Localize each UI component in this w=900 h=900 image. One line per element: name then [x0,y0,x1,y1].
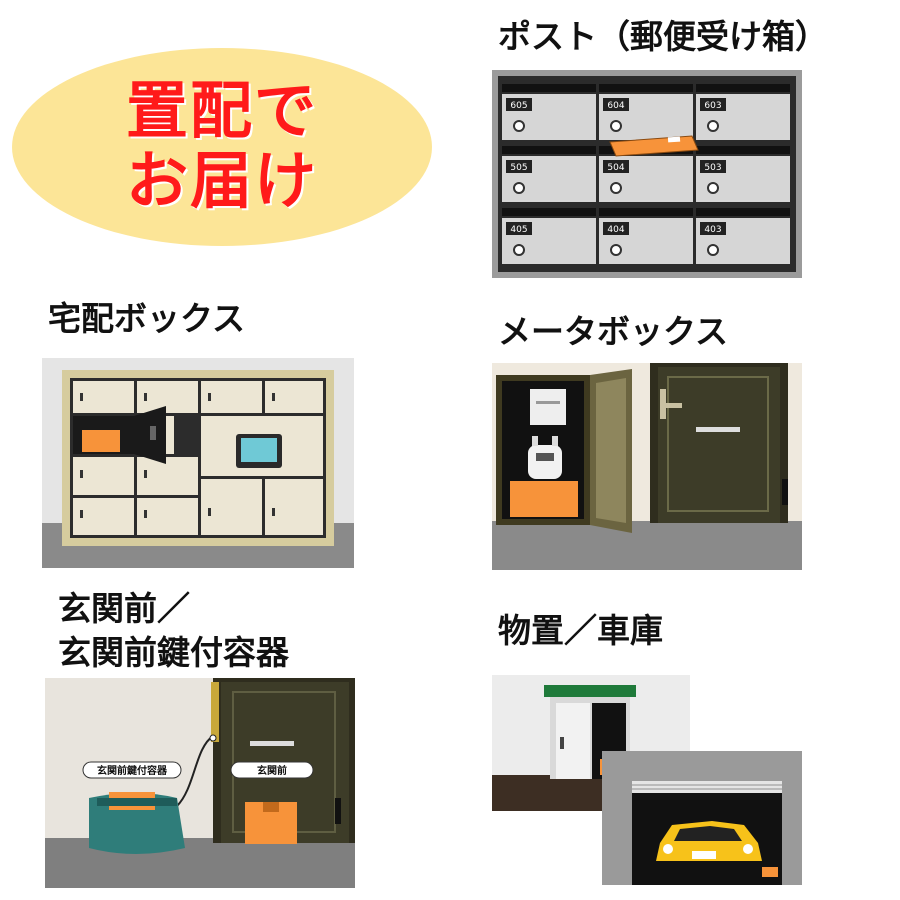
mailbox-door: 404 [599,208,693,264]
dial-lock-icon [513,182,525,194]
dial-lock-icon [707,182,719,194]
dial-lock-icon [513,120,525,132]
post-package-icon [609,135,699,157]
mailbox-door: 504 [599,146,693,202]
post-illustration: 605 604 603 505 504 503 405 404 403 [492,70,802,278]
entrance-illustration: 玄関前鍵付容器 玄関前 [45,678,355,888]
caption-delivery-box: 宅配ボックス [48,299,246,338]
mailbox-number: 504 [607,163,624,173]
badge-line-1: 置配で [125,74,318,147]
delivery-box-illustration [42,358,354,568]
mailbox-number: 604 [607,101,624,111]
mailbox-door: 403 [696,208,790,264]
label-container: 玄関前鍵付容器 [97,764,168,777]
badge-line-2: お届け [125,144,318,217]
caption-entrance-line-1: 玄関前／ [58,589,190,628]
mailbox-door: 505 [502,146,596,202]
mailbox-door: 605 [502,84,596,140]
mailbox-door: 503 [696,146,790,202]
dial-lock-icon [707,244,719,256]
mailbox-door: 604 [599,84,693,140]
mailbox-number: 505 [510,163,527,173]
dial-lock-icon [610,182,622,194]
mailbox-number: 603 [704,101,721,111]
caption-entrance-line-2: 玄関前鍵付容器 [58,633,289,672]
storage-illustration [492,675,802,885]
dial-lock-icon [707,120,719,132]
dial-lock-icon [610,244,622,256]
mailbox-number: 403 [704,225,721,235]
mailbox-door: 405 [502,208,596,264]
meter-box-illustration [492,363,802,570]
dial-lock-icon [610,120,622,132]
label-door: 玄関前 [257,764,287,777]
caption-meter-box: メータボックス [498,312,729,351]
dial-lock-icon [513,244,525,256]
mailbox-number: 605 [510,101,527,111]
mailbox-number: 503 [704,163,721,173]
mailbox-door: 603 [696,84,790,140]
caption-storage: 物置／車庫 [498,611,663,650]
mailbox-number: 405 [510,225,527,235]
delivery-badge [12,48,432,246]
mailbox-number: 404 [607,225,624,235]
caption-post: ポスト（郵便受け箱） [498,17,828,56]
